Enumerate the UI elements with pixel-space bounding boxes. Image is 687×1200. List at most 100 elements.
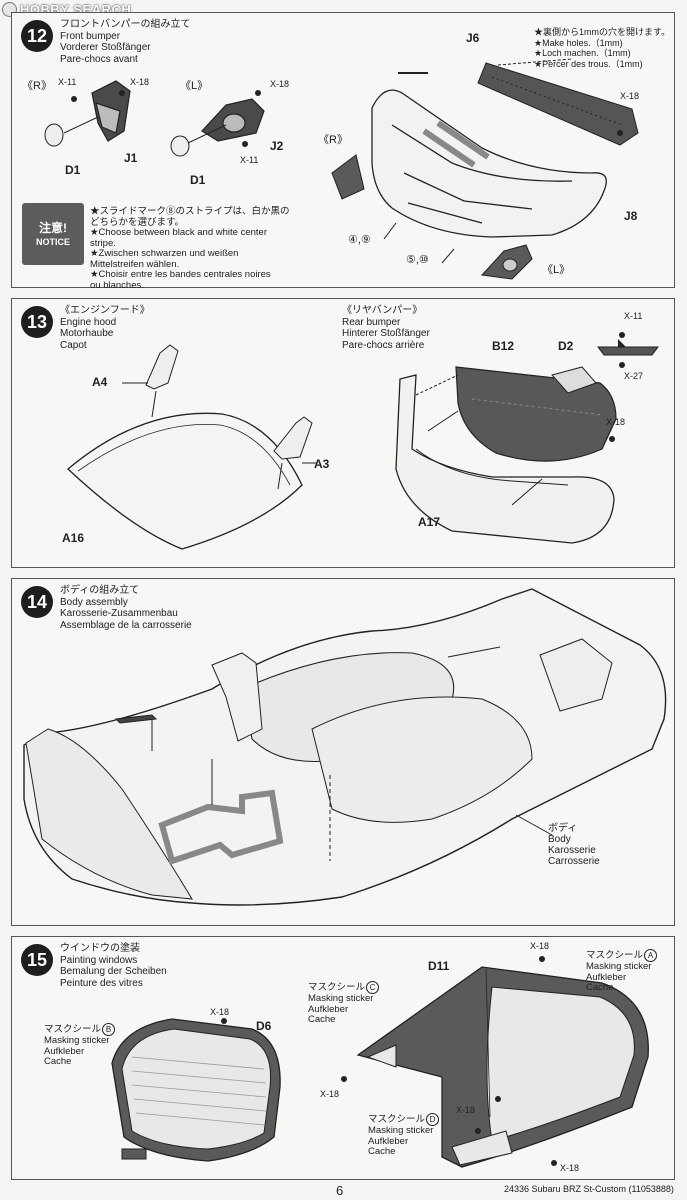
bumper-crease [415, 448, 569, 486]
notice-line: ★Choisir entre les bandes centrales noir… [90, 269, 271, 280]
mask-b-letter: B [102, 1023, 116, 1036]
part-b12-label: B12 [492, 339, 515, 353]
screw-x18-mid [495, 1096, 501, 1102]
notice-text: ★スライドマーク⑧のストライプは、白か黒の どちらかを選びます。 ★Choose… [90, 206, 290, 291]
arrow-line [187, 124, 227, 144]
screw-x18 [609, 436, 615, 442]
window-tab [121, 1148, 147, 1160]
mask-area-c [366, 1044, 397, 1068]
screw-x11-label: X-11 [58, 77, 77, 87]
side-l-bumper-label: 《L》 [542, 264, 571, 276]
title-en: Body assembly [60, 596, 128, 608]
screw-x18-grille-label: X-18 [620, 91, 640, 101]
arrow-line [511, 478, 543, 506]
window-painting-diagram [111, 956, 649, 1168]
arrow-line [63, 116, 99, 134]
mask-c-de: Aufkleber [308, 1003, 349, 1015]
dashed-guide [497, 58, 573, 66]
part-j2-label: J2 [270, 139, 284, 153]
mask-area-d [451, 1130, 513, 1166]
hood-a16 [67, 412, 303, 550]
title-de: Karosserie-Zusammenbau [60, 608, 178, 619]
rear-bumper-placed [539, 638, 613, 712]
arrow-line [447, 646, 501, 658]
screw-x18-left [341, 1076, 347, 1082]
hood-edge [77, 424, 291, 486]
step-14-panel: 14 ボディの組み立て Body assembly Karosserie-Zus… [11, 578, 675, 926]
diffuser-fins [471, 398, 603, 416]
hinge-a3 [273, 416, 313, 460]
notice-line: stripe. [90, 237, 116, 249]
mask-area-a [486, 986, 635, 1142]
screw-x11-r [71, 96, 77, 102]
mask-c-en: Masking sticker [308, 993, 374, 1004]
step-titles: ウインドウの塗装 Painting windows Bemalung der S… [60, 943, 167, 989]
part-j8-label: J8 [624, 209, 638, 223]
arrow-line [427, 410, 459, 432]
part-a16-label: A16 [62, 531, 85, 545]
dashed-guide [415, 374, 459, 396]
hinge-a4 [145, 344, 179, 390]
title-de: Vorderer Stoßfänger [60, 42, 151, 53]
screw-x18-bottom-label: X-18 [560, 1163, 580, 1173]
strut-tower [211, 652, 263, 742]
mask-c-letter: C [366, 981, 380, 994]
mask-a-fr: Cache [586, 982, 614, 993]
body-label-jp: ボディ [548, 823, 578, 834]
front-bumper-placed [25, 728, 193, 900]
title-de: Motorhaube [60, 328, 114, 339]
r-foglight-housing [91, 80, 131, 142]
sub-title-fr: Pare-chocs arrière [342, 339, 425, 351]
screw-x11-l [242, 141, 248, 147]
screw-x11-label: X-11 [624, 311, 643, 321]
notice-line: ★Choose between black and white center [90, 227, 267, 238]
screw-x18-left-label: X-18 [320, 1089, 340, 1099]
notice-line: ou blanches. [90, 279, 144, 291]
title-fr: Capot [60, 339, 87, 351]
sub-title-jp: 《リヤバンパー》 [342, 305, 423, 316]
mask-b-fr: Cache [44, 1056, 72, 1067]
interior-opening [311, 696, 533, 823]
d1-lens-l [170, 135, 190, 157]
body-assembly-diagram [23, 588, 667, 906]
body-label-de: Karosserie [548, 845, 596, 856]
mask-c-jp-text: マスクシール [308, 982, 366, 993]
screw-x18-bottom [551, 1160, 557, 1166]
mask-area-b [121, 1028, 272, 1150]
screw-x18-r [119, 90, 125, 96]
title-en: Engine hood [60, 316, 117, 328]
step-number: 13 [21, 306, 53, 338]
notice-en: NOTICE [35, 237, 70, 247]
title-fr: Assemblage de la carrosserie [60, 619, 192, 631]
side-r-bumper-label: 《R》 [318, 134, 348, 146]
title-jp: ウインドウの塗装 [60, 943, 140, 954]
mask-d-en: Masking sticker [368, 1125, 434, 1136]
r-housing-placed [331, 154, 365, 200]
title-fr: Pare-chocs avant [60, 53, 138, 65]
part-a4-label: A4 [92, 375, 108, 389]
rear-bumper-a17 [395, 374, 615, 544]
body-label-fr: Carrosserie [548, 856, 600, 867]
l-foglight-housing [201, 98, 265, 142]
part-d11-label: D11 [428, 959, 450, 973]
step-13-panel: 13 《エンジンフード》 Engine hood Motorhaube Capo… [11, 298, 675, 568]
hood-rear-bumper-diagram [67, 332, 659, 550]
part-a17-label: A17 [418, 515, 441, 529]
screw-x11-label-l: X-11 [240, 155, 259, 165]
mask-a-en: Masking sticker [586, 961, 652, 972]
body-leader [515, 814, 553, 836]
notice-jp: 注意! [39, 221, 67, 235]
title-jp: ボディの組み立て [60, 585, 140, 596]
notice-line: どちらかを選びます。 [90, 216, 185, 228]
kit-reference: 24336 Subaru BRZ St-Custom (11053888) [504, 1184, 674, 1194]
mark-a-label: ④,⑨ [348, 234, 371, 246]
step-12-panel: 12 フロントバンパーの組み立て Front bumper Vorderer S… [11, 12, 675, 291]
screw-x18-l [255, 90, 261, 96]
screw-x18-top [539, 956, 545, 962]
arrow-line [277, 462, 283, 490]
step-15-panel: 15 ウインドウの塗装 Painting windows Bemalung de… [11, 936, 675, 1180]
step-number: 14 [21, 586, 53, 618]
